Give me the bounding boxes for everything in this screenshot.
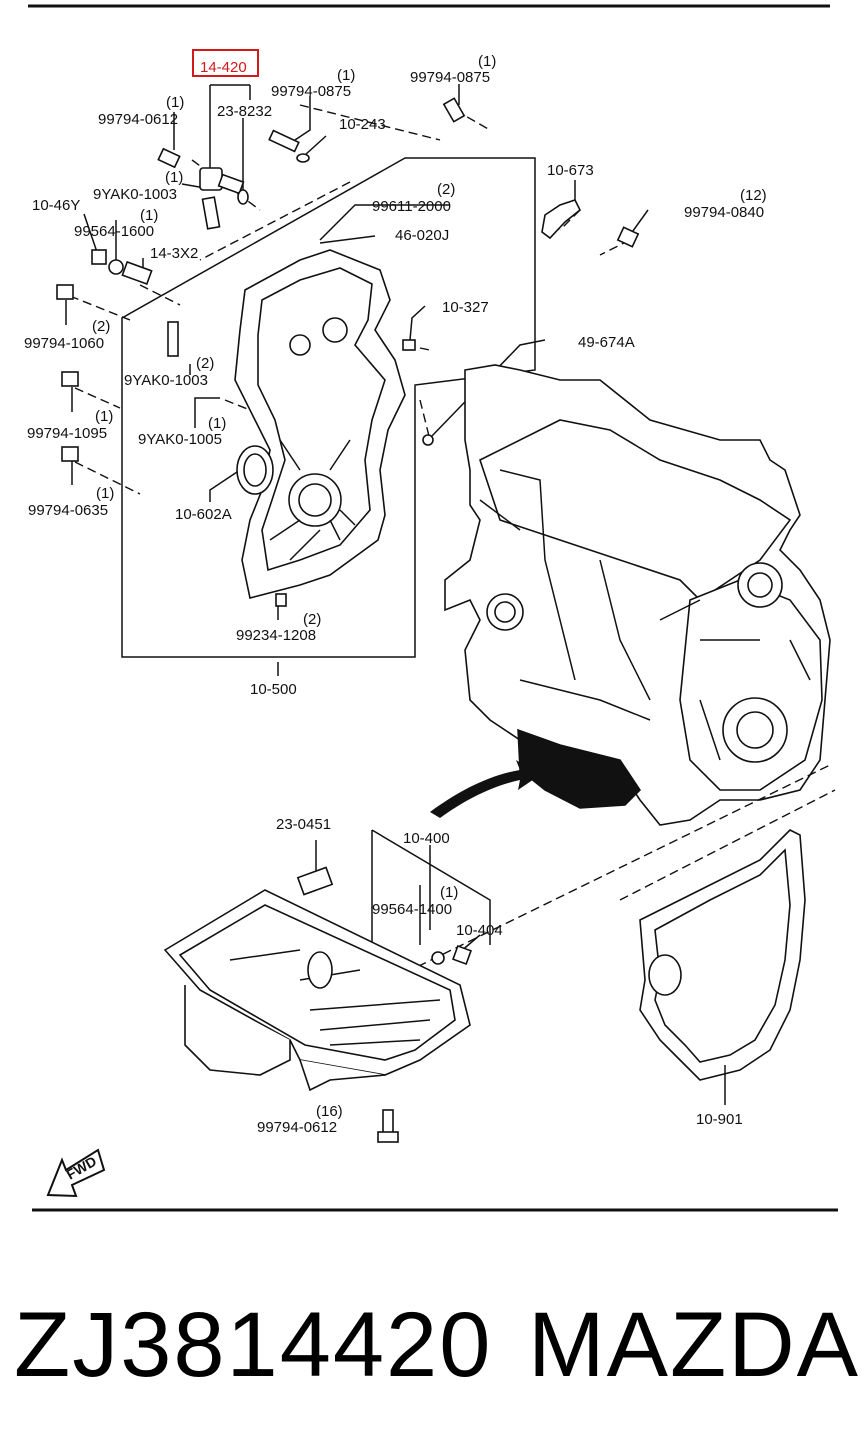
label-10-327[interactable]: 10-327 — [442, 299, 489, 316]
qty-99564-1400: (1) — [440, 884, 458, 901]
label-10-243[interactable]: 10-243 — [339, 116, 386, 133]
label-99794-1060[interactable]: 99794-1060 — [24, 335, 104, 352]
timing-cover[interactable] — [234, 249, 406, 599]
label-99794-0612b[interactable]: 99794-0612 — [257, 1119, 337, 1136]
qty-99564-1600: (1) — [140, 207, 158, 224]
label-14-420[interactable]: 14-420 — [200, 59, 247, 76]
label-46-020j[interactable]: 46-020J — [395, 227, 449, 244]
label-9yak0-1005[interactable]: 9YAK0-1005 — [138, 431, 222, 448]
label-99564-1400[interactable]: 99564-1400 — [372, 901, 452, 918]
qty-99234-1208: (2) — [303, 611, 321, 628]
label-10-901[interactable]: 10-901 — [696, 1111, 743, 1128]
label-99794-0875a[interactable]: 99794-0875 — [271, 83, 351, 100]
label-99794-0875b[interactable]: 99794-0875 — [410, 69, 490, 86]
qty-99794-1095: (1) — [95, 408, 113, 425]
pan-arrow — [430, 760, 540, 818]
part-labels: 23-8232 (1) 99794-0612 (1) 99794-0875 (1… — [24, 53, 767, 1136]
transmission-plate[interactable] — [639, 829, 806, 1105]
qty-99794-0612b: (16) — [316, 1103, 343, 1120]
label-10-500[interactable]: 10-500 — [250, 681, 297, 698]
footer-brand: MAZDA — [528, 1294, 860, 1396]
qty-99794-0612a: (1) — [166, 94, 184, 111]
qty-99611-2000: (2) — [437, 181, 455, 198]
label-99564-1600[interactable]: 99564-1600 — [74, 223, 154, 240]
label-10-404[interactable]: 10-404 — [456, 922, 503, 939]
label-9yak0-1003b[interactable]: 9YAK0-1003 — [124, 372, 208, 389]
highlight-box — [192, 49, 259, 77]
label-99611-2000[interactable]: 99611-2000 — [372, 198, 451, 215]
label-99794-0840[interactable]: 99794-0840 — [684, 204, 764, 221]
label-10-673[interactable]: 10-673 — [547, 162, 594, 179]
label-99234-1208[interactable]: 99234-1208 — [236, 627, 316, 644]
label-10-46y[interactable]: 10-46Y — [32, 197, 80, 214]
label-14-3x2[interactable]: 14-3X2 — [150, 245, 198, 262]
fwd-arrow-icon: FWD — [46, 1148, 106, 1198]
qty-99794-0875b: (1) — [478, 53, 496, 70]
label-23-0451[interactable]: 23-0451 — [276, 816, 331, 833]
qty-99794-0875a: (1) — [337, 67, 355, 84]
label-49-674a[interactable]: 49-674A — [578, 334, 635, 351]
footer-part-number: ZJ3814420 — [14, 1294, 493, 1396]
qty-99794-0840: (12) — [740, 187, 767, 204]
engine-block — [444, 364, 831, 826]
label-9yak0-1003a[interactable]: 9YAK0-1003 — [93, 186, 177, 203]
label-99794-0612a[interactable]: 99794-0612 — [98, 111, 178, 128]
qty-99794-0635: (1) — [96, 485, 114, 502]
oil-pan[interactable] — [163, 866, 472, 1143]
qty-9yak0-1003b: (2) — [196, 355, 214, 372]
oil-seal-10-602a[interactable] — [236, 445, 274, 495]
bolts — [56, 97, 640, 607]
qty-99794-1060: (2) — [92, 318, 110, 335]
qty-9yak0-1005: (1) — [208, 415, 226, 432]
label-23-8232[interactable]: 23-8232 — [217, 103, 272, 120]
label-99794-0635[interactable]: 99794-0635 — [28, 502, 108, 519]
label-10-602a[interactable]: 10-602A — [175, 506, 232, 523]
label-99794-1095[interactable]: 99794-1095 — [27, 425, 107, 442]
label-10-400[interactable]: 10-400 — [403, 830, 450, 847]
qty-9yak0-1003a: (1) — [165, 169, 183, 186]
